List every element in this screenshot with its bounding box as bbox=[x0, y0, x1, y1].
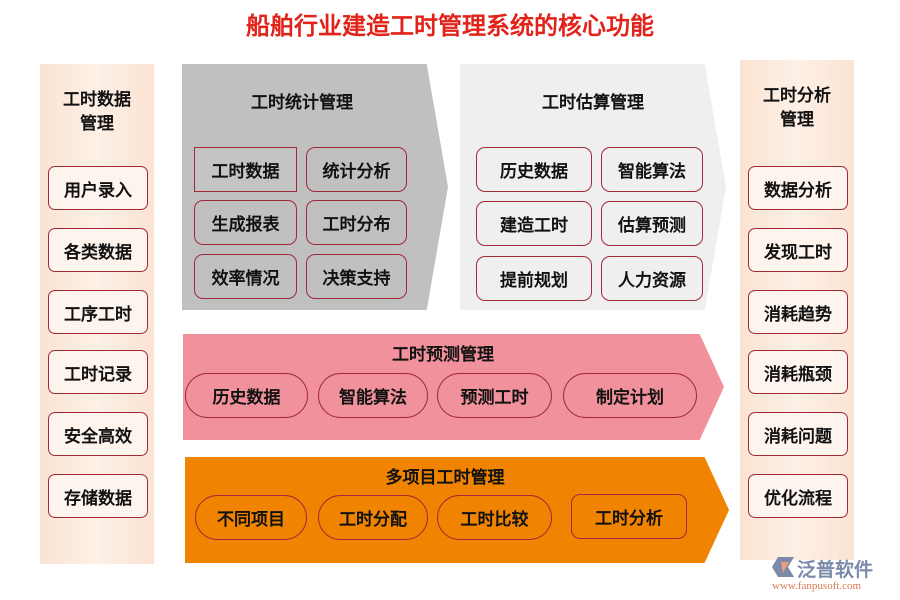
left-column: 工时数据 管理 用户录入 各类数据 工序工时 工时记录 安全高效 存储数据 bbox=[40, 64, 154, 564]
multi-item: 工时分配 bbox=[318, 495, 428, 540]
forecast-title: 工时预测管理 bbox=[392, 345, 494, 365]
left-item: 工序工时 bbox=[48, 290, 148, 334]
right-item: 发现工时 bbox=[748, 228, 848, 272]
forecast-item: 制定计划 bbox=[563, 373, 697, 418]
stats-item: 工时数据 bbox=[194, 147, 297, 192]
stats-item: 统计分析 bbox=[306, 147, 407, 192]
multi-item: 工时比较 bbox=[437, 495, 552, 540]
left-item: 工时记录 bbox=[48, 350, 148, 394]
right-item: 消耗瓶颈 bbox=[748, 350, 848, 394]
estimate-panel bbox=[460, 64, 726, 310]
right-item: 消耗问题 bbox=[748, 412, 848, 456]
estimate-title: 工时估算管理 bbox=[542, 93, 644, 113]
logo-icon bbox=[772, 557, 794, 577]
stats-item: 决策支持 bbox=[306, 254, 407, 299]
page-title: 船舶行业建造工时管理系统的核心功能 bbox=[246, 12, 654, 40]
right-header: 工时分析 管理 bbox=[763, 86, 831, 130]
estimate-item: 提前规划 bbox=[476, 256, 592, 301]
left-item: 安全高效 bbox=[48, 412, 148, 456]
right-item: 数据分析 bbox=[748, 166, 848, 210]
left-item: 各类数据 bbox=[48, 228, 148, 272]
right-column: 工时分析 管理 数据分析 发现工时 消耗趋势 消耗瓶颈 消耗问题 优化流程 bbox=[740, 60, 854, 560]
estimate-item: 估算预测 bbox=[601, 201, 703, 246]
estimate-item: 智能算法 bbox=[601, 147, 703, 192]
left-header: 工时数据 管理 bbox=[63, 90, 131, 134]
right-item: 消耗趋势 bbox=[748, 290, 848, 334]
logo: 泛普软件 www.fanpusoft.com bbox=[770, 555, 895, 595]
left-item: 用户录入 bbox=[48, 166, 148, 210]
forecast-item: 智能算法 bbox=[318, 373, 428, 418]
stats-item: 效率情况 bbox=[194, 254, 297, 299]
multi-item: 不同项目 bbox=[195, 495, 307, 540]
logo-name: 泛普软件 bbox=[797, 559, 874, 581]
estimate-item: 历史数据 bbox=[476, 147, 592, 192]
stats-title: 工时统计管理 bbox=[251, 93, 353, 113]
stats-item: 工时分布 bbox=[306, 200, 407, 245]
estimate-item: 建造工时 bbox=[476, 201, 592, 246]
stats-item: 生成报表 bbox=[194, 200, 297, 245]
estimate-item: 人力资源 bbox=[601, 256, 703, 301]
forecast-item: 历史数据 bbox=[185, 373, 308, 418]
left-item: 存储数据 bbox=[48, 474, 148, 518]
multi-item: 工时分析 bbox=[571, 494, 687, 539]
right-item: 优化流程 bbox=[748, 474, 848, 518]
forecast-item: 预测工时 bbox=[437, 373, 552, 418]
multi-title: 多项目工时管理 bbox=[385, 468, 505, 488]
logo-url: www.fanpusoft.com bbox=[772, 580, 862, 592]
